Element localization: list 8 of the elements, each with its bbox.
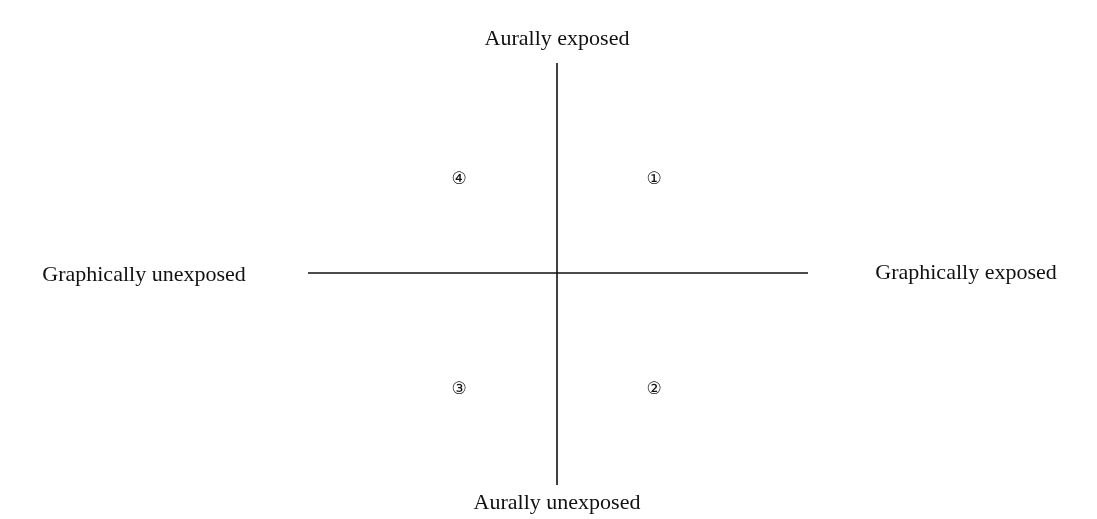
- quadrant-number: ③: [451, 378, 467, 398]
- axis-label: Aurally exposed: [484, 25, 630, 51]
- axis-label: Aurally unexposed: [473, 489, 641, 515]
- quadrant-number: ①: [646, 168, 662, 188]
- quadrant-number: ②: [646, 378, 662, 398]
- axis-label: Graphically exposed: [875, 259, 1057, 285]
- axis-label: Graphically unexposed: [42, 261, 246, 287]
- quadrant-number: ④: [451, 168, 467, 188]
